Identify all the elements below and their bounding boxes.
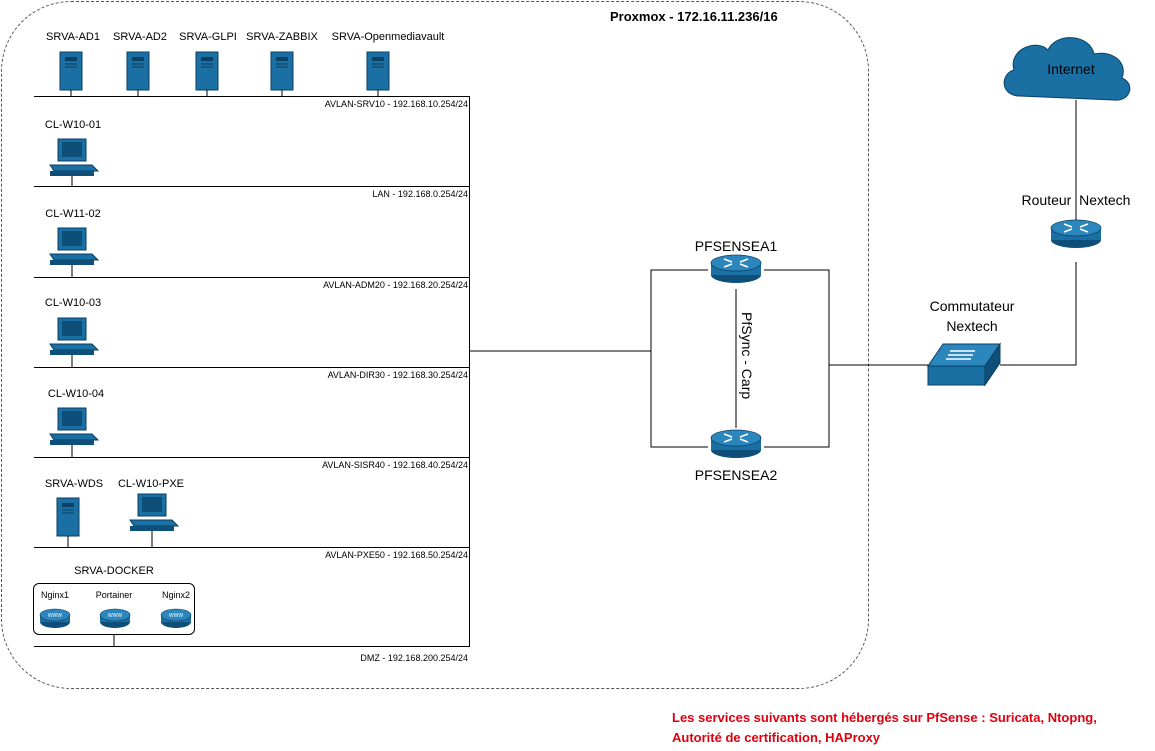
desktop-icon-w11-02 — [49, 227, 99, 277]
server-label-wds: SRVA-WDS — [44, 478, 104, 490]
firewall-cluster-frame — [650, 269, 830, 448]
router-icon-pfsensea1 — [708, 253, 764, 289]
router-icon-pfsensea2 — [708, 428, 764, 464]
proxmox-trunk-line — [469, 96, 470, 646]
router-label: Routeur Nextech — [1021, 192, 1131, 208]
docker-host-label: SRVA-DOCKER — [74, 565, 154, 577]
vlan-label-dir30: AVLAN-DIR30 - 192.168.30.254/24 — [327, 370, 468, 380]
desktop-icon-w10-03 — [49, 317, 99, 367]
vlan-label-adm20: AVLAN-ADM20 - 192.168.20.254/24 — [323, 280, 468, 290]
desktop-icon-w10-01 — [49, 138, 99, 186]
internet-label: Internet — [1047, 61, 1095, 77]
router-icon-nextech — [1050, 219, 1102, 249]
client-label-w10-03: CL-W10-03 — [44, 297, 102, 309]
svg-text:WWW: WWW — [48, 613, 62, 619]
server-icon-ad2 — [126, 51, 150, 96]
vlan-line-sisr40 — [34, 457, 470, 458]
server-label-ad1: SRVA-AD1 — [45, 31, 101, 43]
client-label-pxe: CL-W10-PXE — [117, 478, 185, 490]
vlan-line-lan — [34, 186, 470, 187]
vlan-line-pxe50 — [34, 547, 470, 548]
services-notice: Les services suivants sont hébergés sur … — [672, 708, 1097, 748]
client-label-w11-02: CL-W11-02 — [45, 208, 101, 220]
server-label-zabbix: SRVA-ZABBIX — [246, 31, 318, 43]
vlan-line-dir30 — [34, 367, 470, 368]
vlan-label-sisr40: AVLAN-SISR40 - 192.168.40.254/24 — [322, 460, 468, 470]
server-icon-ad1 — [59, 51, 83, 96]
vlan-label-lan: LAN - 192.168.0.254/24 — [372, 189, 468, 199]
network-switch-icon — [927, 342, 1001, 387]
server-icon-openmediavault — [366, 51, 390, 96]
svg-text:WWW: WWW — [108, 613, 122, 619]
switch-label-line2: Nextech — [946, 318, 998, 334]
container-label-nginx1: Nginx1 — [40, 590, 70, 600]
proxmox-host-boundary — [1, 1, 869, 689]
cloud-icon — [1003, 37, 1131, 101]
container-label-portainer: Portainer — [95, 590, 133, 600]
server-label-ad2: SRVA-AD2 — [112, 31, 168, 43]
vlan-label-pxe50: AVLAN-PXE50 - 192.168.50.254/24 — [325, 550, 468, 560]
vlan-line-srv10 — [34, 96, 470, 97]
vlan-label-dmz: DMZ - 192.168.200.254/24 — [360, 653, 468, 663]
client-label-w10-01: CL-W10-01 — [44, 119, 102, 131]
vlan-line-adm20 — [34, 277, 470, 278]
vlan-line-dmz — [34, 646, 470, 647]
desktop-icon-w10-04 — [49, 407, 99, 457]
services-notice-line2: Autorité de certification, HAProxy — [672, 730, 881, 745]
vlan-label-srv10: AVLAN-SRV10 - 192.168.10.254/24 — [324, 99, 468, 109]
server-label-glpi: SRVA-GLPI — [179, 31, 237, 43]
firewall-label-secondary: PFSENSEA2 — [694, 467, 778, 483]
server-icon-glpi — [195, 51, 219, 96]
desktop-icon-pxe — [129, 493, 179, 547]
services-notice-line1: Les services suivants sont hébergés sur … — [672, 710, 1097, 725]
switch-label-line1: Commutateur — [929, 298, 1015, 314]
client-label-w10-04: CL-W10-04 — [47, 388, 105, 400]
firewall-label-primary: PFSENSEA1 — [694, 238, 778, 254]
server-icon-zabbix — [270, 51, 294, 96]
proxmox-title: Proxmox - 172.16.11.236/16 — [610, 9, 778, 24]
server-icon-wds — [56, 497, 80, 547]
svg-text:WWW: WWW — [169, 613, 183, 619]
server-label-openmediavault: SRVA-Openmediavault — [331, 31, 445, 43]
container-label-nginx2: Nginx2 — [161, 590, 191, 600]
